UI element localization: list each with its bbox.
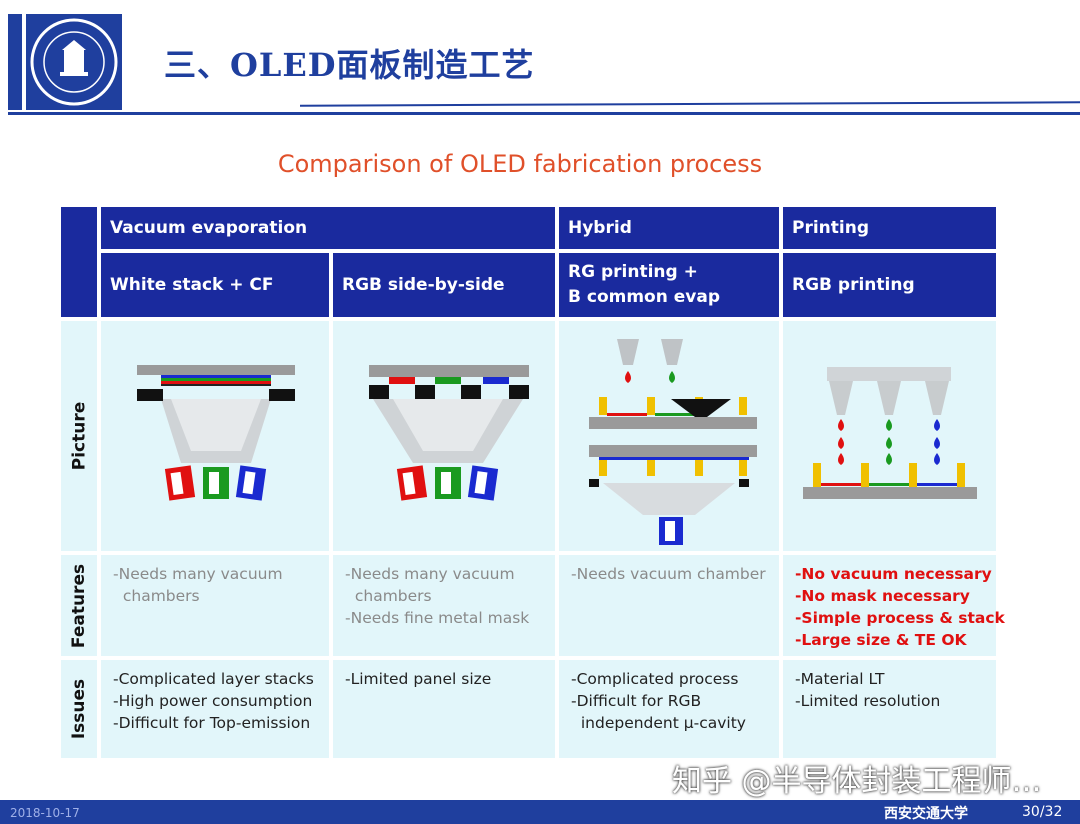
features-hybrid: -Needs vacuum chamber: [559, 555, 779, 656]
header-divider-thin: [300, 101, 1080, 107]
group-printing: Printing: [783, 207, 996, 249]
issues-hybrid: -Complicated process -Difficult for RGB …: [559, 660, 779, 758]
issues-white-stack-cf: -Complicated layer stacks -High power co…: [101, 660, 329, 758]
university-logo: [26, 14, 122, 110]
row-label-picture: Picture: [61, 321, 97, 551]
footer-date: 2018-10-17: [10, 806, 80, 820]
picture-white-stack-cf: [101, 321, 329, 551]
picture-rgb-side-by-side: [333, 321, 555, 551]
footer-bar: [0, 800, 1080, 824]
page-number: 30/32: [1022, 804, 1063, 820]
method-white-stack-cf: White stack + CF: [101, 253, 329, 317]
issues-rgb-side-by-side: -Limited panel size: [333, 660, 555, 758]
row-label-issues: Issues: [61, 660, 97, 758]
features-rgb-printing: -No vacuum necessary -No mask necessary …: [783, 555, 1005, 656]
header-divider: [8, 112, 1080, 115]
picture-rgb-printing: [783, 321, 996, 551]
hybrid-process-diagram: [589, 339, 757, 545]
slide-title: 三、OLED面板制造工艺: [164, 46, 535, 84]
features-white-stack-cf: -Needs many vacuum chambers: [101, 555, 329, 656]
white-stack-evaporation-diagram: [137, 365, 295, 501]
zhihu-watermark: 知乎 @半导体封装工程师…: [672, 764, 1042, 799]
group-hybrid: Hybrid: [559, 207, 779, 249]
features-rgb-side-by-side: -Needs many vacuum chambers -Needs fine …: [333, 555, 555, 656]
footer-university: 西安交通大学: [884, 806, 968, 822]
table-corner: [61, 207, 97, 317]
row-label-features: Features: [61, 555, 97, 656]
issues-rgb-printing: -Material LT -Limited resolution: [783, 660, 996, 758]
group-vacuum-evaporation: Vacuum evaporation: [101, 207, 555, 249]
method-rgb-side-by-side: RGB side-by-side: [333, 253, 555, 317]
header-accent-bar: [8, 14, 22, 110]
picture-hybrid: [559, 321, 779, 551]
method-rg-printing-b-evap: RG printing + B common evap: [559, 253, 779, 317]
comparison-title: Comparison of OLED fabrication process: [277, 150, 763, 178]
rgb-side-by-side-evaporation-diagram: [369, 365, 529, 501]
rgb-printing-diagram: [803, 367, 977, 499]
method-rgb-printing: RGB printing: [783, 253, 996, 317]
